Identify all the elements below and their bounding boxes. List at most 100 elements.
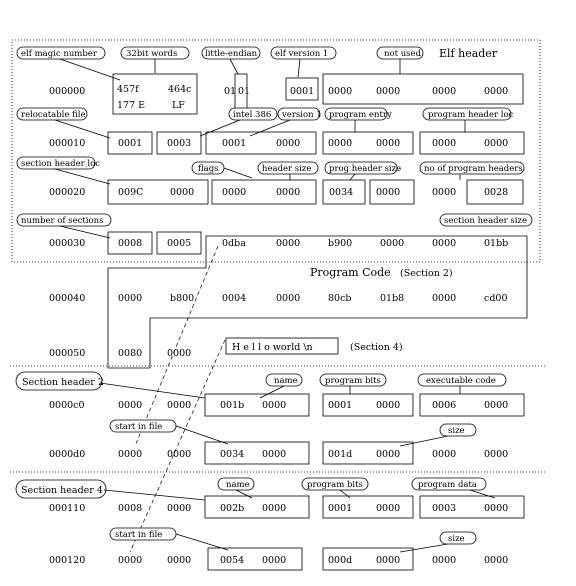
- hex: 0000: [376, 449, 400, 460]
- box: [322, 441, 414, 465]
- address: 000000: [49, 86, 85, 97]
- elf-header-frame: [11, 39, 541, 263]
- hex: 0000: [167, 400, 191, 411]
- address: 000030: [49, 238, 85, 249]
- label-pill: [411, 477, 487, 491]
- label-pill: [16, 107, 88, 121]
- magic-box: [112, 73, 198, 115]
- section-header-4-pill: [15, 479, 107, 499]
- hex: 0000: [118, 293, 142, 304]
- hex: 0000: [484, 449, 508, 460]
- box: [322, 131, 414, 155]
- hex: 0001: [222, 138, 246, 149]
- elf-header-title: Elf header: [439, 47, 498, 60]
- hex: 0000: [484, 138, 508, 149]
- box: [419, 495, 525, 519]
- hex: 0000: [167, 348, 191, 359]
- label-pill: [439, 531, 477, 545]
- label-pill: [324, 161, 398, 175]
- hex: 0000: [276, 293, 300, 304]
- sh4-start: start in file: [115, 530, 162, 540]
- pointer-line: [134, 245, 219, 447]
- address: 000050: [49, 348, 85, 359]
- hex: 0001: [290, 86, 314, 97]
- hex: 0000: [328, 138, 352, 149]
- box: [322, 179, 366, 205]
- program-code-section: (Section 2): [400, 268, 453, 279]
- hex: 0008: [118, 238, 142, 249]
- hex: b900: [328, 238, 352, 249]
- box: [156, 231, 202, 255]
- sh2-size: size: [448, 426, 465, 436]
- hex: 0001: [118, 138, 142, 149]
- hex: 0000: [376, 503, 400, 514]
- hex: 0000: [376, 86, 400, 97]
- label-pill: [277, 107, 321, 121]
- hex: 0000: [376, 138, 400, 149]
- hex: 0000: [276, 138, 300, 149]
- hex: 001b: [220, 400, 244, 411]
- label-pill: [422, 107, 512, 121]
- hex: 0000: [167, 555, 191, 566]
- hex: 0034: [329, 187, 353, 198]
- hex: 0000: [432, 86, 456, 97]
- label-flags: flags: [198, 164, 219, 174]
- hex: 0000: [276, 238, 300, 249]
- hex: 002b: [220, 503, 244, 514]
- hex: 0000: [484, 503, 508, 514]
- box: [107, 179, 209, 205]
- box: [107, 231, 153, 255]
- box: [207, 547, 303, 571]
- hex: 009C: [118, 187, 143, 198]
- hex: 01: [238, 86, 250, 97]
- hex: 0000: [432, 187, 456, 198]
- hex: 464c: [168, 84, 191, 95]
- hex: 177 E: [117, 100, 145, 111]
- hex: 0005: [167, 238, 191, 249]
- label-relocatable: relocatable file: [21, 110, 86, 120]
- hex: 0028: [484, 187, 508, 198]
- box: [369, 179, 415, 205]
- hex: 0000: [484, 400, 508, 411]
- hello-text: H e l l o world \n: [232, 342, 313, 353]
- hex: 01: [224, 86, 236, 97]
- hex: 0003: [432, 503, 456, 514]
- box: [419, 131, 525, 155]
- address: 000020: [49, 187, 85, 198]
- hex: 0054: [220, 555, 244, 566]
- section-header-4-title: Section header 4: [21, 485, 103, 496]
- hex: cd00: [484, 293, 508, 304]
- label-pill: [439, 213, 533, 227]
- label-version1: version 1: [281, 110, 322, 120]
- hex: 0000: [170, 187, 194, 198]
- hex: 0000: [118, 449, 142, 460]
- program-code-title: Program Code: [310, 266, 391, 279]
- hex: 0034: [220, 449, 244, 460]
- hex: 0000: [432, 449, 456, 460]
- hello-box: [225, 337, 339, 355]
- hex: 0000: [262, 555, 286, 566]
- hex: 0000: [380, 238, 404, 249]
- section-header-2-title: Section header 2: [22, 377, 104, 388]
- label-pill: [319, 373, 387, 387]
- hex: 0003: [167, 138, 191, 149]
- label-not-used: not used: [384, 49, 422, 59]
- hello-section: (Section 4): [350, 342, 403, 353]
- pointer-line: [129, 339, 226, 553]
- label-pill: [419, 161, 525, 175]
- hex: 0000: [276, 187, 300, 198]
- hex: 0004: [222, 293, 246, 304]
- hex: 0001: [328, 400, 352, 411]
- hex: 0008: [118, 503, 142, 514]
- hex: 0000: [262, 400, 286, 411]
- label-header-size: header size: [262, 164, 311, 174]
- sh2-bits: program bits: [325, 376, 381, 386]
- hex: 0000: [262, 503, 286, 514]
- label-endian: little-endian: [205, 49, 258, 59]
- sh2-start: start in file: [115, 422, 162, 432]
- address-column: 000000 000010 000020 000030 000040 00005…: [49, 86, 85, 566]
- section-header-2-pill: [15, 371, 103, 391]
- hex: 0000: [328, 86, 352, 97]
- hex: 001d: [328, 449, 352, 460]
- hex: 80cb: [328, 293, 352, 304]
